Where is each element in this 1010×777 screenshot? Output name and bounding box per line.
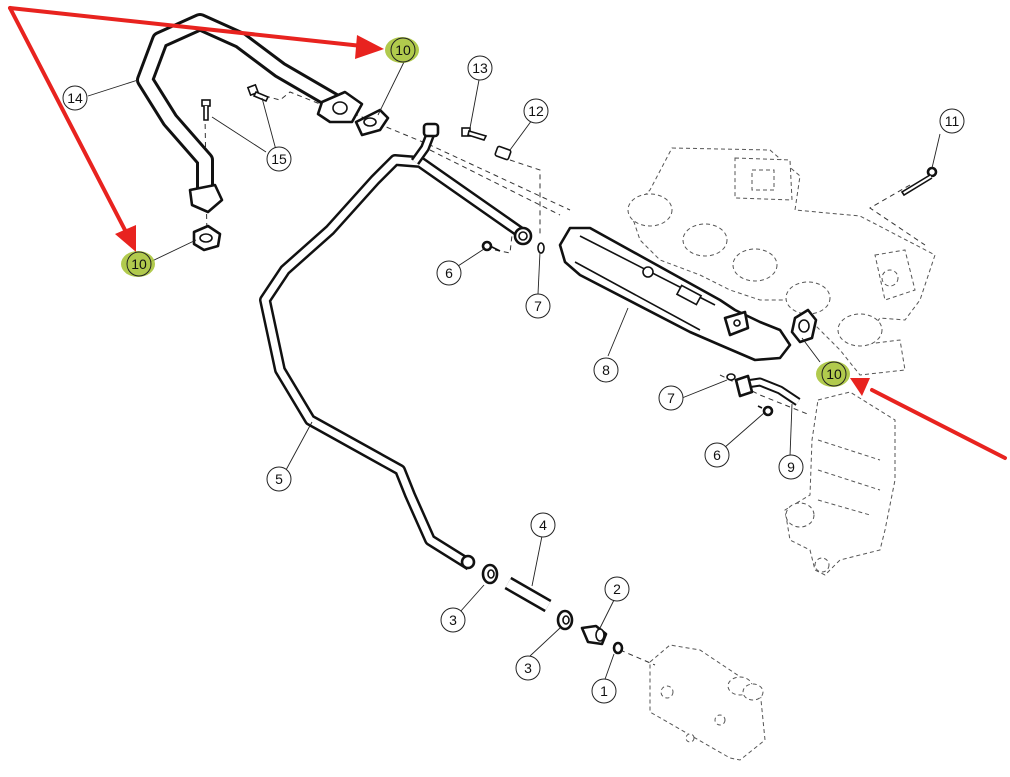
- callout-11[interactable]: 11: [939, 108, 965, 134]
- callout-10-left[interactable]: 10: [126, 251, 152, 277]
- callout-label: 8: [602, 362, 610, 378]
- callout-label: 11: [945, 113, 960, 129]
- part-3-clamp-lower: [556, 609, 574, 631]
- callout-7-lower[interactable]: 7: [658, 385, 684, 411]
- leader-lines: [87, 61, 941, 683]
- part-9-small-pipe: [734, 374, 801, 406]
- callout-label: 15: [271, 151, 287, 167]
- red-arrow-left: [8, 6, 136, 252]
- callout-6-lower[interactable]: 6: [704, 442, 730, 468]
- callout-label: 2: [613, 581, 621, 597]
- callout-label: 1: [600, 683, 608, 699]
- callout-9[interactable]: 9: [778, 454, 804, 480]
- callout-4[interactable]: 4: [530, 512, 556, 538]
- callout-label: 4: [539, 517, 547, 533]
- part-10-gasket-upper: [354, 108, 390, 137]
- part-4-hose: [504, 576, 552, 613]
- callout-13[interactable]: 13: [467, 55, 493, 81]
- red-arrow-right: [850, 378, 1007, 460]
- callout-label: 3: [449, 612, 457, 628]
- callout-label: 7: [667, 390, 675, 406]
- exhaust-manifold-ghost: [627, 147, 936, 376]
- callout-6-upper[interactable]: 6: [436, 260, 462, 286]
- part-6-bolt-lower: [757, 405, 774, 417]
- part-10-gasket-right: [790, 308, 818, 344]
- callout-label: 12: [528, 103, 544, 119]
- callout-label: 14: [67, 90, 83, 106]
- egr-valve-ghost: [784, 391, 896, 576]
- callout-label: 6: [445, 265, 453, 281]
- callout-10-right[interactable]: 10: [821, 361, 847, 387]
- callout-14[interactable]: 14: [62, 85, 88, 111]
- assembly-lines: [204, 91, 926, 666]
- callout-1[interactable]: 1: [591, 678, 617, 704]
- part-1-o-ring: [612, 641, 624, 655]
- part-6-bolt-upper: [481, 240, 501, 252]
- callout-2[interactable]: 2: [604, 576, 630, 602]
- part-11-bolt: [900, 166, 938, 197]
- callout-label: 3: [524, 660, 532, 676]
- part-15-bolts: [201, 83, 270, 121]
- callout-7-upper[interactable]: 7: [525, 293, 551, 319]
- callout-label: 7: [534, 298, 542, 314]
- callout-5[interactable]: 5: [266, 466, 292, 492]
- part-8-egr-cooler: [558, 226, 792, 362]
- part-3-clamp-upper: [481, 563, 499, 585]
- part-5-coolant-pipe: [259, 122, 533, 571]
- part-10-gasket-lower: [192, 224, 222, 252]
- callout-label: 6: [713, 447, 721, 463]
- callout-label: 13: [472, 60, 488, 76]
- callout-12[interactable]: 12: [523, 98, 549, 124]
- callout-label: 10: [131, 256, 147, 272]
- part-13-bolt: [461, 127, 488, 141]
- part-12-sleeve: [494, 145, 512, 161]
- callout-3-upper[interactable]: 3: [440, 607, 466, 633]
- callout-label: 9: [787, 459, 795, 475]
- callout-3-lower[interactable]: 3: [515, 655, 541, 681]
- part-2-fitting: [580, 624, 608, 646]
- callout-label: 5: [275, 471, 283, 487]
- callout-label: 10: [826, 366, 842, 382]
- part-10-highlights: [121, 37, 850, 387]
- callout-8[interactable]: 8: [593, 357, 619, 383]
- callout-10-upper[interactable]: 10: [390, 37, 416, 63]
- callout-label: 10: [395, 42, 411, 58]
- red-arrow-upper: [8, 6, 384, 59]
- callout-15[interactable]: 15: [266, 146, 292, 172]
- part-7-seal-upper: [537, 242, 545, 254]
- coolant-block-ghost: [649, 644, 766, 761]
- part-14-exhaust-pipe: [136, 13, 364, 214]
- part-7-seal-lower: [726, 373, 736, 381]
